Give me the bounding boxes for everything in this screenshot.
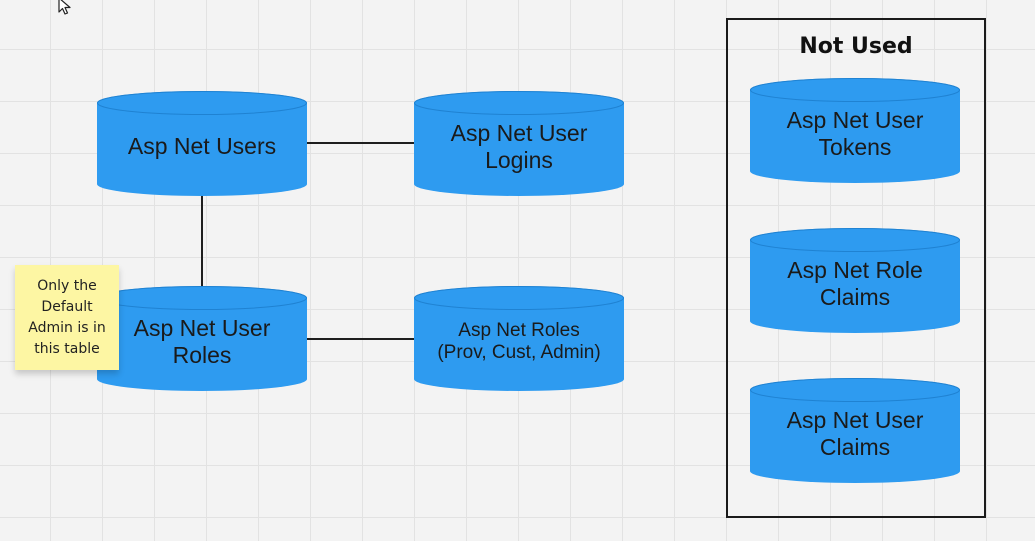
cylinder-shape <box>97 91 307 196</box>
cylinder-shape <box>97 286 307 391</box>
table-asp-net-users[interactable]: Asp Net Users <box>97 91 307 196</box>
cylinder-shape <box>414 286 624 391</box>
table-label: Asp Net User Tokens <box>786 106 924 160</box>
table-label: Asp Net Role Claims <box>787 256 923 310</box>
connector-users-to-user-roles <box>201 196 203 288</box>
sticky-note[interactable]: Only the Default Admin is in this table <box>15 265 119 370</box>
mouse-pointer-icon <box>58 0 71 15</box>
table-asp-net-user-logins[interactable]: Asp Net User Logins <box>414 91 624 196</box>
cylinder-shape <box>750 78 960 183</box>
table-label: Asp Net User Roles <box>133 314 271 368</box>
cylinder-shape <box>750 228 960 333</box>
table-asp-net-user-tokens[interactable]: Asp Net User Tokens <box>750 78 960 183</box>
table-label: Asp Net User Claims <box>786 406 924 460</box>
table-label: Asp Net User Logins <box>450 119 588 173</box>
table-asp-net-roles[interactable]: Asp Net Roles (Prov, Cust, Admin) <box>414 286 624 391</box>
connector-users-to-user-logins <box>307 142 414 144</box>
cylinder-shape <box>414 91 624 196</box>
connector-user-roles-to-roles <box>307 338 414 340</box>
table-asp-net-user-claims[interactable]: Asp Net User Claims <box>750 378 960 483</box>
table-asp-net-role-claims[interactable]: Asp Net Role Claims <box>750 228 960 333</box>
not-used-title: Not Used <box>799 34 913 59</box>
table-asp-net-user-roles[interactable]: Asp Net User Roles <box>97 286 307 391</box>
table-label: Asp Net Roles (Prov, Cust, Admin) <box>437 319 601 363</box>
not-used-frame[interactable] <box>726 18 986 518</box>
table-label: Asp Net Users <box>127 133 277 159</box>
cylinder-shape <box>750 378 960 483</box>
